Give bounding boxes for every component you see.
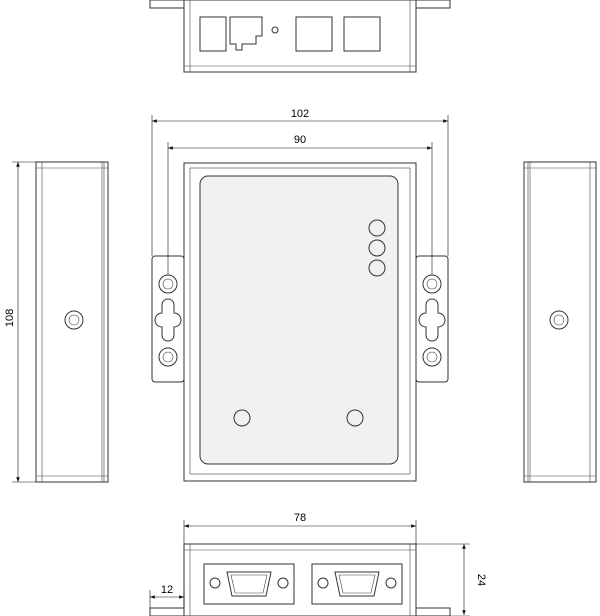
mount-hole-icon <box>422 274 442 294</box>
dimension-label: 90 <box>294 134 306 146</box>
left-side-view: 108 <box>4 161 109 483</box>
keyhole-slot-icon <box>418 298 446 342</box>
bottom-view: 78 12 24 <box>149 512 487 616</box>
led-icon <box>368 219 386 237</box>
db9-connector-icon <box>203 563 295 605</box>
dimension-90: 90 <box>167 134 433 275</box>
reset-hole <box>271 26 279 34</box>
dimension-label: 108 <box>4 309 16 327</box>
keyhole-slot-icon <box>154 298 182 342</box>
dimension-label: 12 <box>161 584 173 596</box>
mount-hole-icon <box>422 347 442 367</box>
mount-hole-icon <box>158 347 178 367</box>
dimension-108: 108 <box>4 161 36 483</box>
mount-hole-icon <box>158 274 178 294</box>
port-4 <box>343 16 381 52</box>
screw-icon <box>549 310 569 330</box>
port-3 <box>295 16 333 52</box>
rj45-port <box>229 16 263 51</box>
dimension-label: 102 <box>291 108 309 120</box>
screw-icon <box>233 409 251 427</box>
dimension-24: 24 <box>416 543 487 616</box>
right-side-view <box>523 161 597 483</box>
screw-icon <box>346 409 364 427</box>
front-view: 102 90 <box>151 108 449 482</box>
led-icon <box>368 259 386 277</box>
screw-icon <box>64 310 84 330</box>
dimension-12: 12 <box>149 584 185 608</box>
front-panel <box>199 175 399 465</box>
top-view <box>149 0 451 73</box>
db9-connector-icon <box>311 563 403 605</box>
dimension-label: 78 <box>294 512 306 524</box>
dimension-78: 78 <box>183 512 417 544</box>
dimension-label: 24 <box>475 574 487 586</box>
usb-port <box>199 16 227 52</box>
dimension-102: 102 <box>151 108 449 256</box>
led-icon <box>368 239 386 257</box>
